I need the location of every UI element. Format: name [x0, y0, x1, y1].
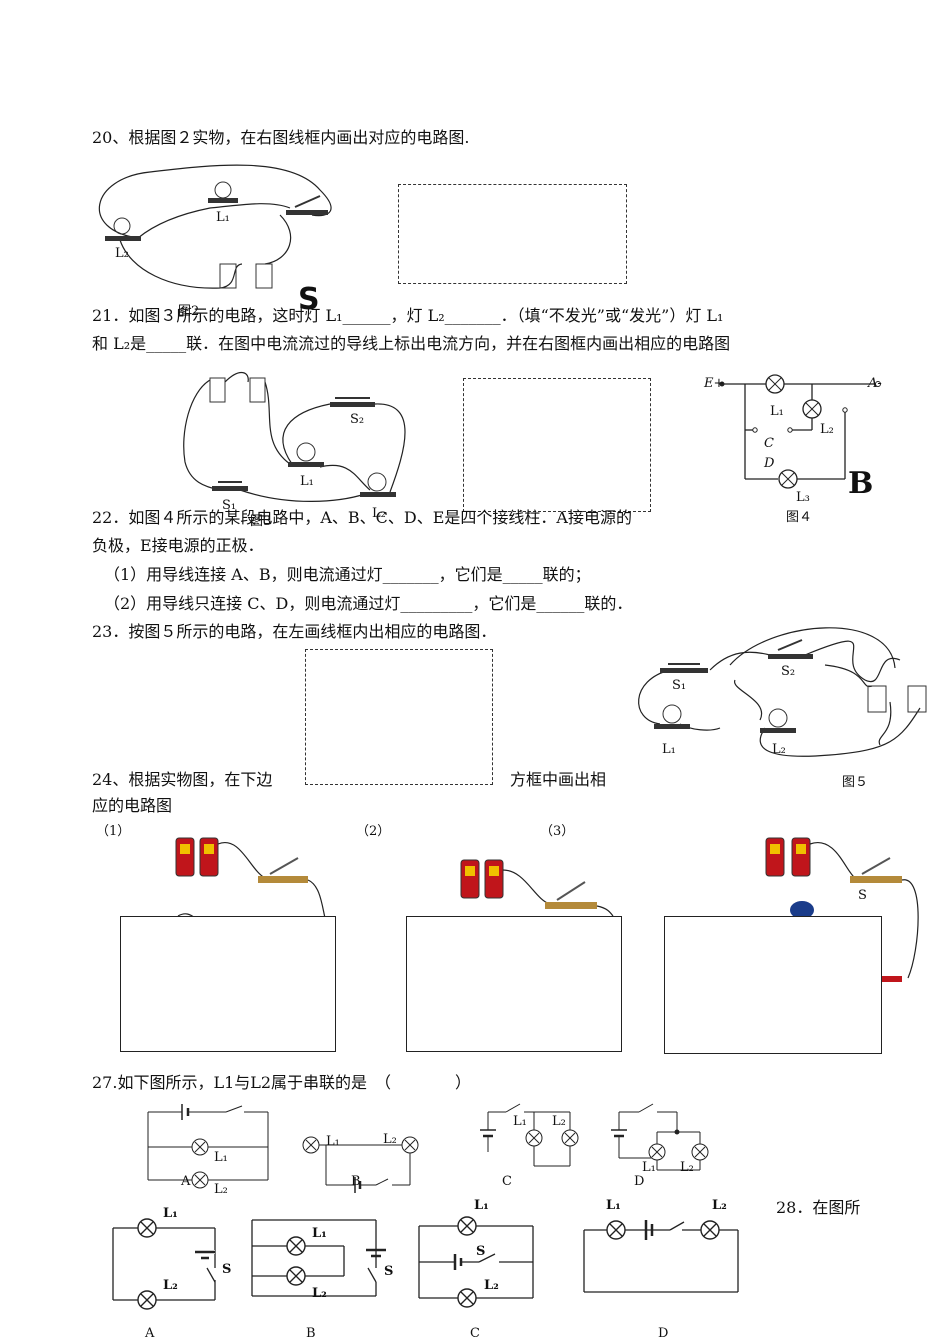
q24-answer-box-2[interactable] [406, 916, 622, 1052]
fig2-l2-label: L₂ [115, 246, 129, 261]
q28d-l2-label: L₂ [712, 1198, 727, 1213]
q24-switch-s-label: S [858, 888, 867, 903]
q28b-s-label: S [384, 1264, 394, 1279]
q24-circuit-3 [765, 837, 919, 982]
q22-line2: 负极，E接电源的正极． [92, 536, 264, 555]
q21-answer-box[interactable] [463, 378, 651, 512]
fig5-s1-label: S₁ [672, 678, 687, 693]
q27-circuit-a [147, 1104, 269, 1189]
q21-line1: 21．如图３所示的电路，这时灯 L₁______，灯 L₂_______．（填“… [92, 306, 724, 325]
q24-sub2: （2） [356, 824, 391, 839]
q27d-l1-label: L₁ [642, 1160, 656, 1175]
q24-sub3: （3） [540, 824, 575, 839]
figure-5-physical-circuit [638, 627, 927, 757]
q20-answer-box[interactable] [398, 184, 627, 284]
q28c-s-label: S [476, 1244, 486, 1259]
q28-circuit-b [251, 1219, 386, 1297]
q27c-l2-label: L₂ [552, 1114, 566, 1129]
q28d-option-label: D [658, 1326, 669, 1341]
q27d-option-label: D [634, 1174, 645, 1189]
fig4-d-label: D [764, 456, 775, 471]
fig4-l1-label: L₁ [770, 404, 784, 419]
q21-line2: 和 L₂是_____联．在图中电流流过的导线上标出电流方向，并在右图框内画出相应… [92, 334, 731, 353]
q24-answer-box-1[interactable] [120, 916, 336, 1052]
q24-circuit-2 [460, 859, 614, 917]
q27a-l2-label: L₂ [214, 1182, 228, 1197]
fig4-c-label: C [764, 436, 774, 451]
q22-item2: （2）用导线只连接 C、D，则电流通过灯_________，它们是______联… [104, 594, 633, 613]
fig4-a-label: A- [868, 376, 882, 391]
q28a-option-label: A [145, 1326, 155, 1341]
q22-item1: （1）用导线连接 A、B，则电流通过灯_______，它们是_____联的； [104, 565, 591, 584]
figure-2-physical-circuit [98, 164, 332, 289]
fig4-l2-label: L₂ [820, 422, 834, 437]
fig5-s2-label: S₂ [781, 664, 796, 679]
q24-sub1: （1） [96, 824, 131, 839]
overlay-b-letter: B [848, 466, 874, 501]
q28b-l1-label: L₁ [312, 1226, 327, 1241]
q27d-l2-label: L₂ [680, 1160, 694, 1175]
figure-4-schematic [719, 374, 881, 489]
fig5-l1-label: L₁ [662, 742, 676, 757]
q28-circuit-d [583, 1220, 739, 1293]
q24-part2: 方框中画出相 [510, 770, 607, 789]
q28-text: 28．在图所 [776, 1198, 861, 1217]
q22-line1: 22．如图４所示的某段电路中，A、B、C、D、E是四个接线柱．A接电源的 [92, 508, 632, 527]
q24-circuit-1 [175, 837, 326, 919]
q24-part1: 24、根据实物图，在下边 [92, 770, 273, 789]
q28c-l1-label: L₁ [474, 1198, 489, 1213]
fig4-l3-label: L₃ [796, 490, 810, 505]
fig4-caption: 图４ [786, 510, 813, 525]
q27c-option-label: C [502, 1174, 512, 1189]
q23-text: 23．按图５所示的电路，在左画线框内出相应的电路图． [92, 622, 497, 641]
q28b-option-label: B [306, 1326, 316, 1341]
fig4-e-label: E+ [704, 376, 725, 391]
q28-circuit-a [112, 1218, 217, 1310]
q27b-l1-label: L₁ [326, 1134, 340, 1149]
q27-circuit-c [480, 1103, 579, 1167]
fig5-caption: 图５ [842, 775, 869, 790]
q28c-l2-label: L₂ [484, 1278, 499, 1293]
figure-3-physical-circuit [183, 372, 406, 502]
q28d-l1-label: L₁ [606, 1198, 621, 1213]
q27a-option-label: A [181, 1174, 191, 1189]
q27b-l2-label: L₂ [383, 1132, 397, 1147]
fig3-l1-label: L₁ [300, 474, 314, 489]
q28b-l2-label: L₂ [312, 1286, 327, 1301]
fig3-s1-label: S₁ [222, 498, 237, 513]
q27c-l1-label: L₁ [513, 1114, 527, 1129]
fig2-l1-label: L₁ [216, 210, 230, 225]
q27-circuit-d [611, 1103, 709, 1171]
q27b-option-label: B [351, 1174, 361, 1189]
q28a-s-label: S [222, 1262, 232, 1277]
q28-circuit-c [418, 1216, 534, 1308]
fig3-l2-label: L₂ [372, 506, 386, 521]
fig5-l2-label: L₂ [772, 742, 786, 757]
fig2-caption: 图2 [178, 304, 200, 319]
q28c-option-label: C [470, 1326, 480, 1341]
q28a-l1-label: L₁ [163, 1206, 178, 1221]
q20-text: 20、根据图２实物，在右图线框内画出对应的电路图. [92, 128, 470, 147]
q27a-l1-label: L₁ [214, 1150, 228, 1165]
q28a-l2-label: L₂ [163, 1278, 178, 1293]
q27-text: 27.如下图所示，L1与L2属于串联的是 （ ） [92, 1073, 472, 1092]
fig3-s2-label: S₂ [350, 412, 365, 427]
q27-circuit-b [302, 1136, 419, 1193]
q24-answer-box-3[interactable] [664, 916, 882, 1054]
overlay-s-letter: S [298, 282, 320, 317]
q23-answer-box[interactable] [305, 649, 493, 785]
fig3-caption: 图3 [250, 514, 272, 529]
q24-line2: 应的电路图 [92, 796, 173, 815]
